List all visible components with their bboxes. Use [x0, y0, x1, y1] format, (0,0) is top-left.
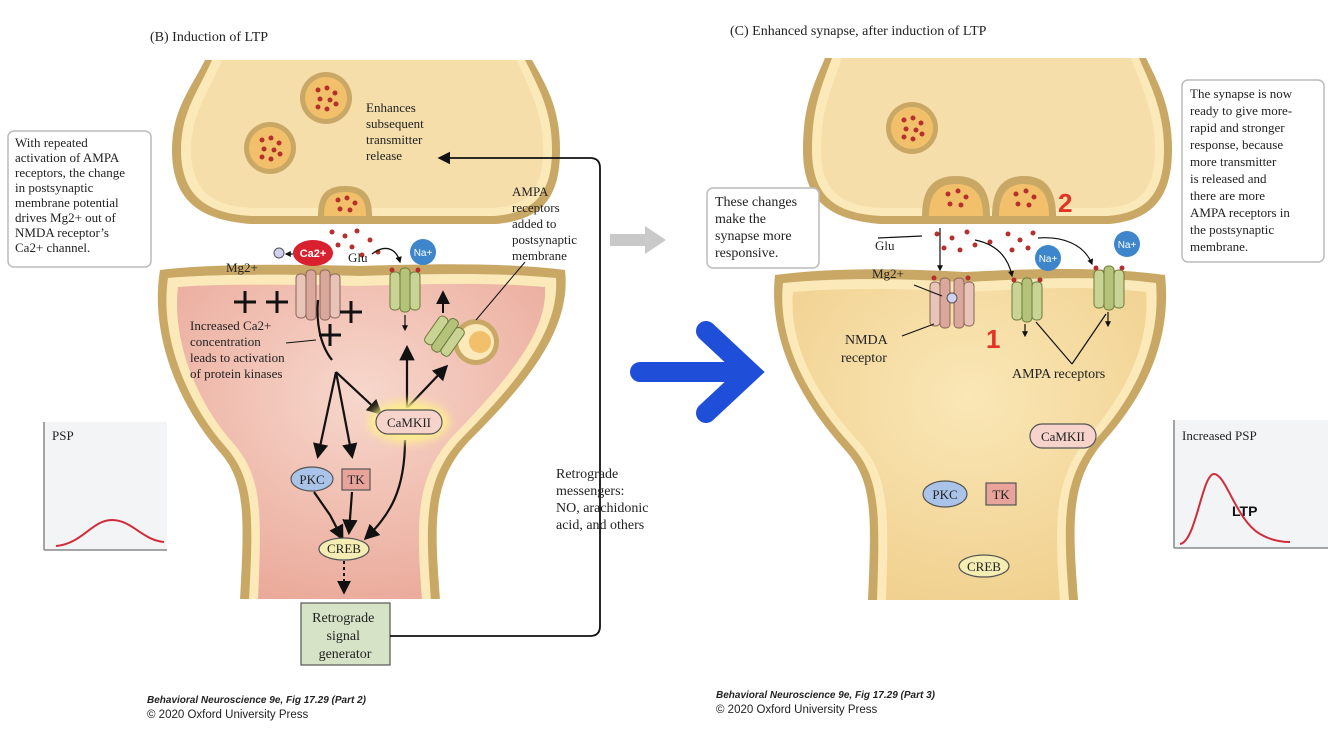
svg-text:These changes make the: These changes make the synapse more resp…	[715, 195, 801, 261]
tk-b: TK	[341, 468, 371, 491]
ampa-receptor	[389, 267, 421, 313]
svg-text:CaMKII: CaMKII	[387, 415, 431, 430]
citation-b-title: Behavioral Neuroscience 9e, Fig 17.29 (P…	[147, 695, 367, 706]
plus-signs	[234, 291, 362, 346]
ampa-repeat-note: With repeated activation of AMPA recepto…	[7, 130, 152, 268]
tk-c: TK	[985, 482, 1017, 506]
mg-label: Mg2+	[226, 260, 258, 275]
glutamate-molecules	[934, 229, 1036, 253]
marker-2: 2	[1058, 188, 1072, 218]
marker-1: 1	[986, 324, 1000, 354]
ampa-endosome	[424, 315, 499, 365]
pkc-c: PKC	[922, 480, 968, 508]
fusing-vesicle	[992, 176, 1056, 216]
svg-text:CaMKII: CaMKII	[1041, 429, 1085, 444]
citation-c-copy: © 2020 Oxford University Press	[716, 704, 877, 716]
glu-label-c: Glu	[875, 238, 895, 253]
svg-text:The synapse is now ready: The synapse is now ready to give more- r…	[1190, 86, 1295, 254]
ca-ion-label: Ca2+	[300, 248, 327, 260]
arrows-c	[877, 228, 1111, 365]
psp-graph-c: Increased PSP LTP	[1173, 420, 1328, 549]
ampa-receptors-label: AMPA receptors	[1012, 367, 1105, 382]
nmda-receptor	[929, 275, 975, 329]
increased-ca-label: Increased Ca2+ concentration leads to ac…	[190, 318, 288, 381]
svg-text:Na+: Na+	[1118, 240, 1137, 251]
svg-text:CREB: CREB	[967, 559, 1001, 574]
retrograde-signal-generator: Retrograde signal generator	[300, 602, 391, 666]
svg-text:Increased PSP: Increased PSP	[1182, 428, 1257, 443]
fusing-vesicle	[922, 176, 990, 216]
changes-note: These changes make the synapse more resp…	[706, 187, 820, 269]
ltp-label: LTP	[1232, 503, 1257, 519]
na-ion: Na+	[410, 239, 436, 265]
na-ion: Na+	[1035, 245, 1061, 271]
fusing-vesicle	[318, 186, 372, 216]
svg-text:With repeated activation: With repeated activation of AMPA recepto…	[15, 135, 128, 255]
panel-c-title: (C) Enhanced synapse, after induction of…	[730, 24, 987, 39]
ampa-receptor	[1093, 265, 1125, 311]
gray-transition-arrow	[610, 226, 666, 254]
vesicle	[300, 72, 352, 124]
blue-arrow	[630, 321, 765, 423]
svg-text:PSP: PSP	[52, 428, 74, 443]
svg-text:Retrograde signal: Retrograde signal generator	[312, 611, 378, 662]
signaling-arrows	[313, 299, 449, 541]
retrograde-messengers-label: Retrograde messengers: NO, arachidonic a…	[556, 467, 652, 533]
svg-text:PKC: PKC	[932, 487, 957, 502]
ampa-receptor	[1011, 277, 1043, 323]
vesicle	[244, 122, 296, 174]
panel-b-title: (B) Induction of LTP	[150, 30, 268, 45]
synapse-ready-note: The synapse is now ready to give more- r…	[1181, 79, 1325, 263]
citation-b-copy: © 2020 Oxford University Press	[147, 709, 308, 721]
camkii-b: CaMKII	[369, 402, 449, 442]
svg-text:CREB: CREB	[327, 541, 361, 556]
nmda-label: NMDA receptor	[841, 333, 891, 366]
creb-b: CREB	[318, 537, 370, 561]
camkii-c: CaMKII	[1029, 423, 1097, 449]
ampa-added-label: AMPA receptors added to postsynaptic mem…	[512, 184, 580, 263]
psp-graph-b: PSP	[43, 422, 167, 551]
enhances-release-label: Enhances subsequent transmitter release	[366, 100, 427, 163]
ca-ion: Ca2+	[293, 240, 333, 266]
svg-text:TK: TK	[347, 472, 365, 487]
na-ion-label: Na+	[414, 248, 433, 259]
svg-text:TK: TK	[992, 487, 1010, 502]
svg-text:PKC: PKC	[299, 472, 324, 487]
mg-label-c: Mg2+	[872, 266, 904, 281]
pkc-b: PKC	[290, 466, 334, 492]
creb-c: CREB	[958, 554, 1010, 578]
presynaptic-terminal-c	[803, 58, 1172, 224]
postsynaptic-spine-c	[774, 268, 1167, 600]
na-ion: Na+	[1114, 231, 1140, 257]
glu-label: Glu	[348, 250, 368, 265]
citation-c-title: Behavioral Neuroscience 9e, Fig 17.29 (P…	[716, 690, 936, 701]
nmda-receptor	[295, 269, 341, 321]
vesicle	[886, 102, 938, 154]
svg-text:Na+: Na+	[1039, 254, 1058, 265]
mg-ion: Mg2+	[226, 247, 293, 275]
